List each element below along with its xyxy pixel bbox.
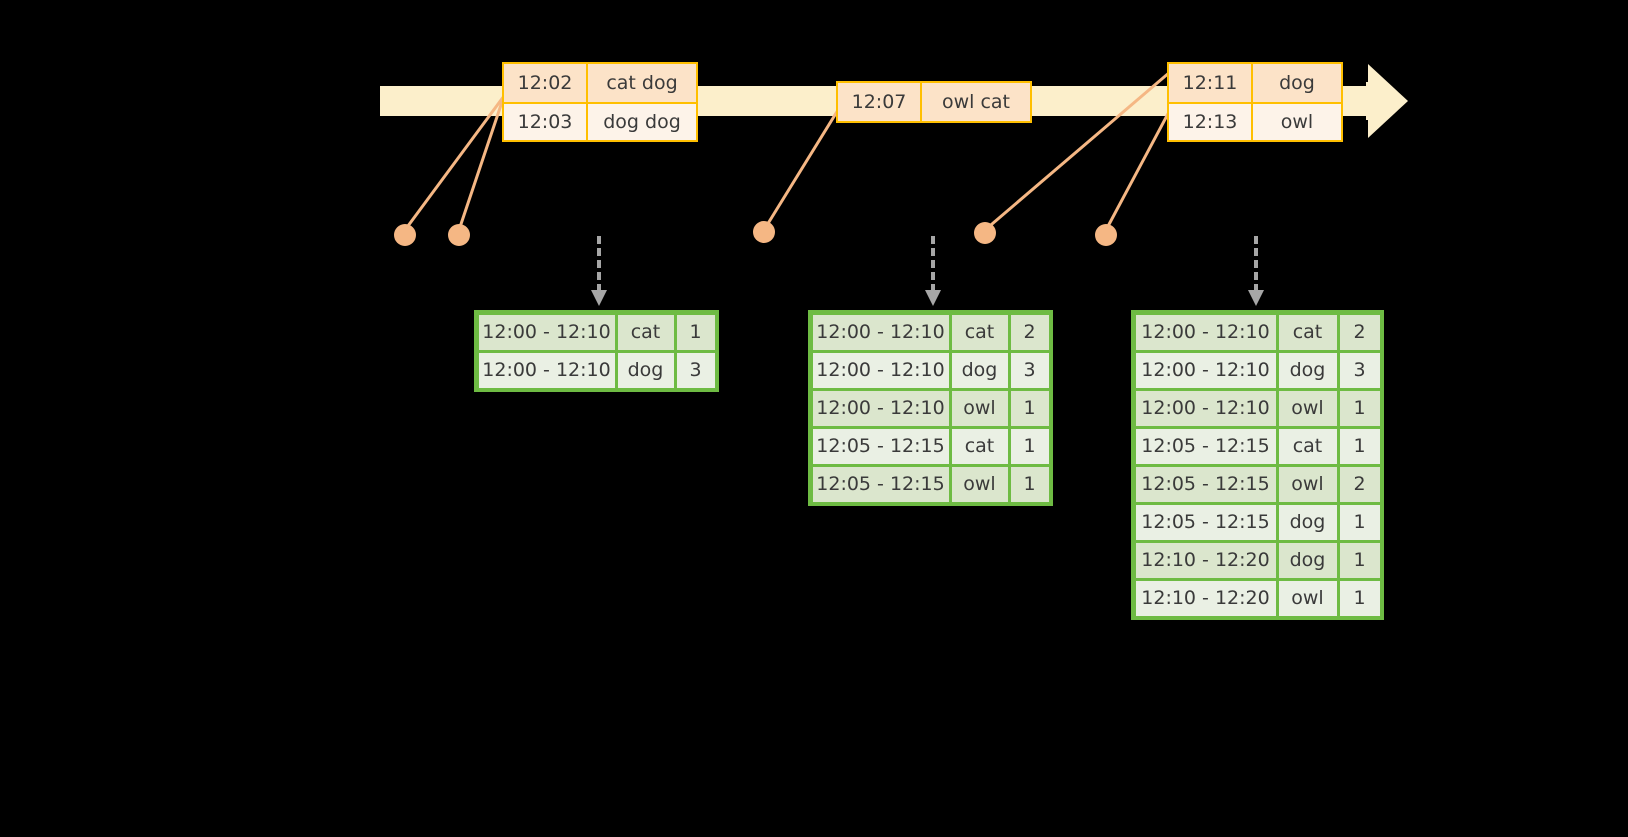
connector-dot-3 bbox=[753, 221, 775, 243]
event-row: 12:11 dog bbox=[1169, 64, 1341, 102]
cell-window: 12:05 - 12:15 bbox=[1135, 428, 1276, 464]
cell-count: 1 bbox=[1339, 428, 1380, 464]
cell-key: dog bbox=[617, 352, 674, 388]
cell-window: 12:05 - 12:15 bbox=[1135, 504, 1276, 540]
event-row: 12:02 cat dog bbox=[504, 64, 696, 102]
cell-window: 12:00 - 12:10 bbox=[812, 352, 949, 388]
event-value: dog bbox=[1253, 64, 1341, 102]
cell-key: dog bbox=[1278, 352, 1337, 388]
cell-window: 12:00 - 12:10 bbox=[1135, 390, 1276, 426]
event-value: dog dog bbox=[588, 104, 696, 140]
event-time: 12:07 bbox=[838, 83, 922, 121]
cell-key: dog bbox=[1278, 504, 1337, 540]
cell-key: cat bbox=[1278, 428, 1337, 464]
cell-count: 1 bbox=[1010, 428, 1049, 464]
cell-window: 12:00 - 12:10 bbox=[1135, 352, 1276, 388]
cell-count: 1 bbox=[1339, 580, 1380, 616]
cell-window: 12:00 - 12:10 bbox=[478, 314, 615, 350]
cell-key: cat bbox=[951, 428, 1008, 464]
cell-count: 3 bbox=[676, 352, 715, 388]
cell-count: 1 bbox=[1339, 504, 1380, 540]
event-time: 12:03 bbox=[504, 104, 588, 140]
connector-dot-2 bbox=[448, 224, 470, 246]
cell-window: 12:10 - 12:20 bbox=[1135, 542, 1276, 578]
cell-key: cat bbox=[617, 314, 674, 350]
event-value: owl cat bbox=[922, 83, 1030, 121]
cell-count: 3 bbox=[1010, 352, 1049, 388]
cell-count: 2 bbox=[1339, 466, 1380, 502]
cell-window: 12:00 - 12:10 bbox=[1135, 314, 1276, 350]
cell-key: owl bbox=[1278, 580, 1337, 616]
connector-dot-5 bbox=[1095, 224, 1117, 246]
cell-key: owl bbox=[1278, 390, 1337, 426]
cell-count: 2 bbox=[1339, 314, 1380, 350]
cell-key: dog bbox=[1278, 542, 1337, 578]
event-value: cat dog bbox=[588, 64, 696, 102]
cell-key: dog bbox=[951, 352, 1008, 388]
event-value: owl bbox=[1253, 104, 1341, 140]
cell-key: owl bbox=[951, 466, 1008, 502]
connector-dot-4 bbox=[974, 222, 996, 244]
event-group-2: 12:07 owl cat bbox=[836, 81, 1032, 123]
event-time: 12:11 bbox=[1169, 64, 1253, 102]
cell-count: 1 bbox=[1010, 390, 1049, 426]
cell-count: 1 bbox=[1010, 466, 1049, 502]
cell-count: 2 bbox=[1010, 314, 1049, 350]
event-row: 12:07 owl cat bbox=[838, 83, 1030, 121]
timeline-arrow-head-icon bbox=[1368, 64, 1408, 138]
event-group-1: 12:02 cat dog 12:03 dog dog bbox=[502, 62, 698, 142]
cell-count: 1 bbox=[1339, 542, 1380, 578]
event-row: 12:03 dog dog bbox=[504, 102, 696, 140]
cell-window: 12:00 - 12:10 bbox=[812, 390, 949, 426]
cell-window: 12:05 - 12:15 bbox=[812, 466, 949, 502]
cell-window: 12:00 - 12:10 bbox=[812, 314, 949, 350]
event-row: 12:13 owl bbox=[1169, 102, 1341, 140]
cell-window: 12:05 - 12:15 bbox=[1135, 466, 1276, 502]
event-time: 12:02 bbox=[504, 64, 588, 102]
cell-key: cat bbox=[1278, 314, 1337, 350]
cell-key: owl bbox=[1278, 466, 1337, 502]
cell-window: 12:10 - 12:20 bbox=[1135, 580, 1276, 616]
cell-key: cat bbox=[951, 314, 1008, 350]
event-group-3: 12:11 dog 12:13 owl bbox=[1167, 62, 1343, 142]
cell-window: 12:05 - 12:15 bbox=[812, 428, 949, 464]
cell-count: 1 bbox=[676, 314, 715, 350]
cell-count: 3 bbox=[1339, 352, 1380, 388]
cell-count: 1 bbox=[1339, 390, 1380, 426]
event-time: 12:13 bbox=[1169, 104, 1253, 140]
connector-dot-1 bbox=[394, 224, 416, 246]
cell-window: 12:00 - 12:10 bbox=[478, 352, 615, 388]
cell-key: owl bbox=[951, 390, 1008, 426]
